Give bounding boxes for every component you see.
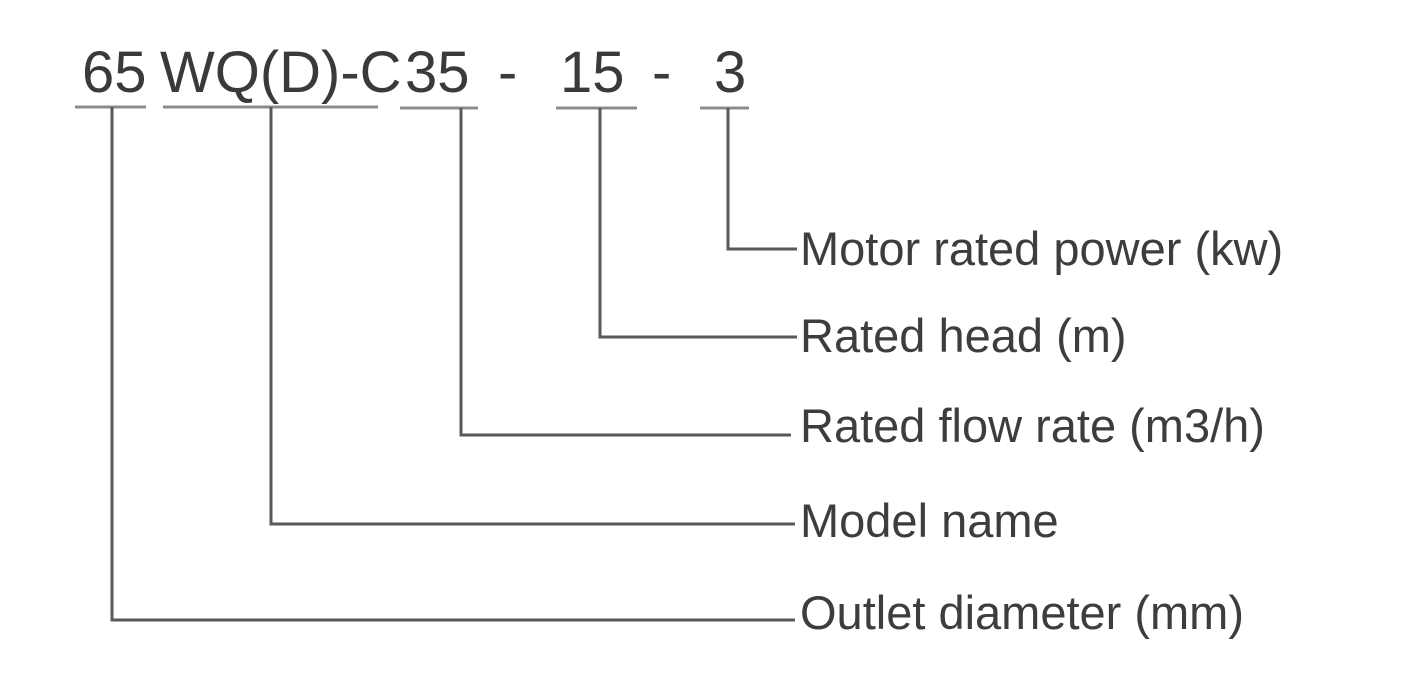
- code-token-outlet-diameter: 65: [82, 40, 147, 105]
- callout-label-motor-rated-power: Motor rated power (kw): [800, 222, 1284, 275]
- callout-label-rated-flow-rate: Rated flow rate (m3/h): [800, 399, 1265, 452]
- leader-outlet-diameter: [110, 107, 795, 622]
- callout-label-outlet-diameter: Outlet diameter (mm): [800, 586, 1244, 639]
- code-token-rated-flow: 35: [405, 40, 470, 105]
- code-token-rated-head: 15: [560, 40, 625, 105]
- token-underlines: [75, 105, 749, 110]
- code-token-motor-power: 3: [714, 40, 747, 105]
- callout-label-rated-head: Rated head (m): [800, 309, 1127, 362]
- code-separator-dash-1: -: [498, 40, 518, 105]
- leader-motor-rated-power: [726, 108, 797, 251]
- code-token-model-name: WQ(D)-C: [160, 40, 402, 105]
- leader-rated-flow-rate: [459, 108, 791, 437]
- callout-leaders: [110, 107, 797, 622]
- leader-rated-head: [598, 108, 797, 339]
- leader-model-name: [269, 107, 795, 526]
- code-separator-dash-2: -: [652, 40, 672, 105]
- callout-label-model-name: Model name: [800, 494, 1059, 547]
